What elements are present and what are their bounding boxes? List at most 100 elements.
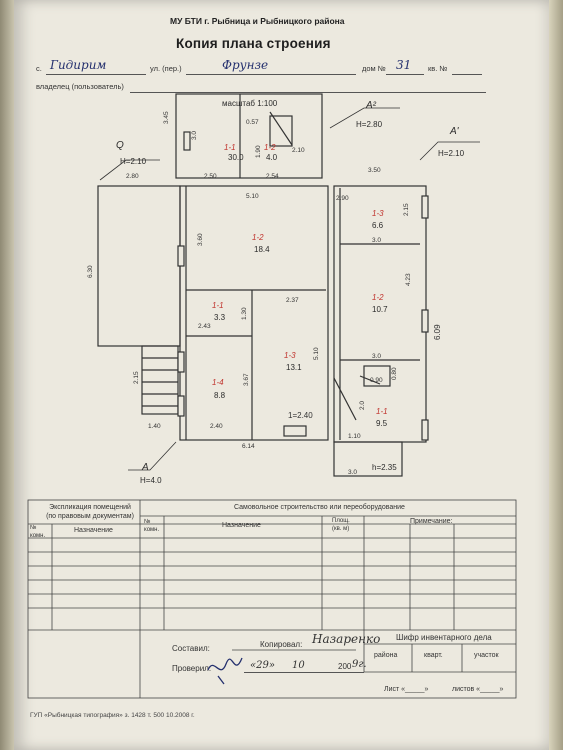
col-district: района [374, 652, 398, 659]
date-line [244, 672, 364, 673]
mark-a1: A' [449, 126, 460, 137]
room-label: 1-4 [212, 378, 224, 387]
date-year-prefix: 200 [338, 662, 352, 671]
room-area: 30.0 [228, 153, 244, 162]
dimension: 3.67 [243, 373, 250, 386]
dimension: 2.50 [204, 173, 217, 180]
explication-title: Экспликация помещений (по правовым докум… [46, 504, 134, 520]
room-label: 1-1 [376, 407, 388, 416]
sheets-label: листов «_____» [452, 686, 504, 693]
mark-a-height: H=4.0 [140, 476, 162, 485]
date-year-suffix: 9г. [352, 659, 367, 670]
col-room-number-2: № комн. [144, 519, 160, 533]
mark-q-height: H=2.10 [120, 157, 147, 166]
dimension: 3.0 [372, 237, 381, 244]
room-area: 8.8 [214, 391, 226, 400]
room-label: 1-1 [224, 143, 236, 152]
self-construction-title: Самовольное строительство или переоборуд… [234, 504, 405, 511]
col-block: кварт. [424, 652, 443, 659]
dimension: 1.30 [241, 307, 248, 320]
room-area: 3.3 [214, 313, 226, 322]
dimension: 6.30 [87, 265, 94, 278]
owner-label: владелец (пользователь) [36, 82, 124, 91]
dimension: 0.57 [246, 119, 259, 126]
cipher-title: Шифр инвентарного дела [396, 633, 492, 642]
floor-plan: масштаб 1:100 A² H=2.80 A' H=2.10 Q H=2.… [87, 93, 480, 485]
binding-spine [0, 0, 14, 750]
mark-q: Q [116, 140, 124, 151]
dimension: 5.10 [313, 347, 320, 360]
dimension: 1.10 [348, 433, 361, 440]
dimension: 5.10 [246, 193, 259, 200]
room-area: 4.0 [266, 153, 278, 162]
dimension: 3.0 [191, 131, 198, 140]
room-area: 13.1 [286, 363, 302, 372]
mark-h235: h=2.35 [372, 463, 397, 472]
copied-by-value: Назаренко [312, 632, 381, 646]
street-label: ул. (пер.) [150, 64, 182, 73]
document-title: Копия плана строения [176, 36, 331, 51]
room-label: 1-1 [212, 301, 224, 310]
plan-wall-top [175, 93, 323, 179]
dimension: 0.90 [370, 377, 383, 384]
dimension: 2.10 [292, 147, 305, 154]
dimension: 3.50 [368, 167, 381, 174]
mark-a: A [141, 462, 149, 473]
page-edge [549, 0, 563, 750]
owner-line [130, 92, 486, 93]
copied-label: Копировал: [260, 640, 303, 649]
apartment-label: кв. № [428, 64, 448, 73]
dimension: 1=2.40 [288, 411, 313, 420]
organization-name: МУ БТИ г. Рыбница и Рыбницкого района [170, 16, 345, 26]
dimension: 2.15 [133, 371, 140, 384]
room-label: 1-3 [284, 351, 296, 360]
col-plot: участок [474, 652, 499, 659]
dimension: 2.0 [359, 401, 366, 410]
address-line: с. Гидирим ул. (пер.) Фрунзе дом № 31 кв… [36, 58, 486, 76]
room-label: 1-2 [252, 233, 264, 242]
col-note: Примечание: [410, 518, 453, 525]
dimension: 1.90 [255, 145, 262, 158]
col-area: Площ. (кв. м) [332, 518, 350, 532]
dimension: 3.45 [163, 111, 170, 124]
room-label: 1-2 [264, 143, 276, 152]
date-day: «29» [250, 660, 275, 671]
dimension: 2.15 [403, 203, 410, 216]
locality-label: с. [36, 64, 42, 73]
room-area: 10.7 [372, 305, 388, 314]
dimension: 2.37 [286, 297, 299, 304]
dimension: 0.80 [391, 367, 398, 380]
street-value: Фрунзе [222, 58, 269, 72]
house-label: дом № [362, 64, 386, 73]
compiled-label: Составил: [172, 644, 210, 653]
dimension: 6.09 [433, 324, 442, 340]
col-purpose-2: Назначение [222, 522, 261, 529]
dimension: 3.0 [372, 353, 381, 360]
printer-footer: ГУП «Рыбницкая типография» з. 1428 т. 50… [30, 712, 195, 719]
sheet-label: Лист «_____» [384, 686, 429, 693]
dimension: 2.54 [266, 173, 279, 180]
room-label: 1-3 [372, 209, 384, 218]
locality-value: Гидирим [50, 58, 107, 72]
dimension: 2.43 [198, 323, 211, 330]
dimension: 2.90 [336, 195, 349, 202]
dimension: 1.40 [148, 423, 161, 430]
dimension: 2.80 [126, 173, 139, 180]
dimension: 3.60 [197, 233, 204, 246]
plan-wall-annex [333, 441, 403, 477]
mark-a2: A² [365, 100, 377, 111]
checked-label: Проверил: [172, 664, 212, 673]
dimension: 4.23 [405, 273, 412, 286]
mark-a2-height: H=2.80 [356, 120, 383, 129]
col-room-number: № комн. [30, 525, 46, 539]
dimension: 6.14 [242, 443, 255, 450]
house-value: 31 [396, 58, 412, 72]
col-purpose: Назначение [74, 527, 113, 534]
plan-scale: масштаб 1:100 [222, 99, 278, 108]
room-area: 9.5 [376, 419, 388, 428]
mark-a1-height: H=2.10 [438, 149, 465, 158]
document-sheet [14, 0, 549, 750]
signature-mark [207, 657, 243, 685]
date-month: 10 [292, 660, 305, 671]
